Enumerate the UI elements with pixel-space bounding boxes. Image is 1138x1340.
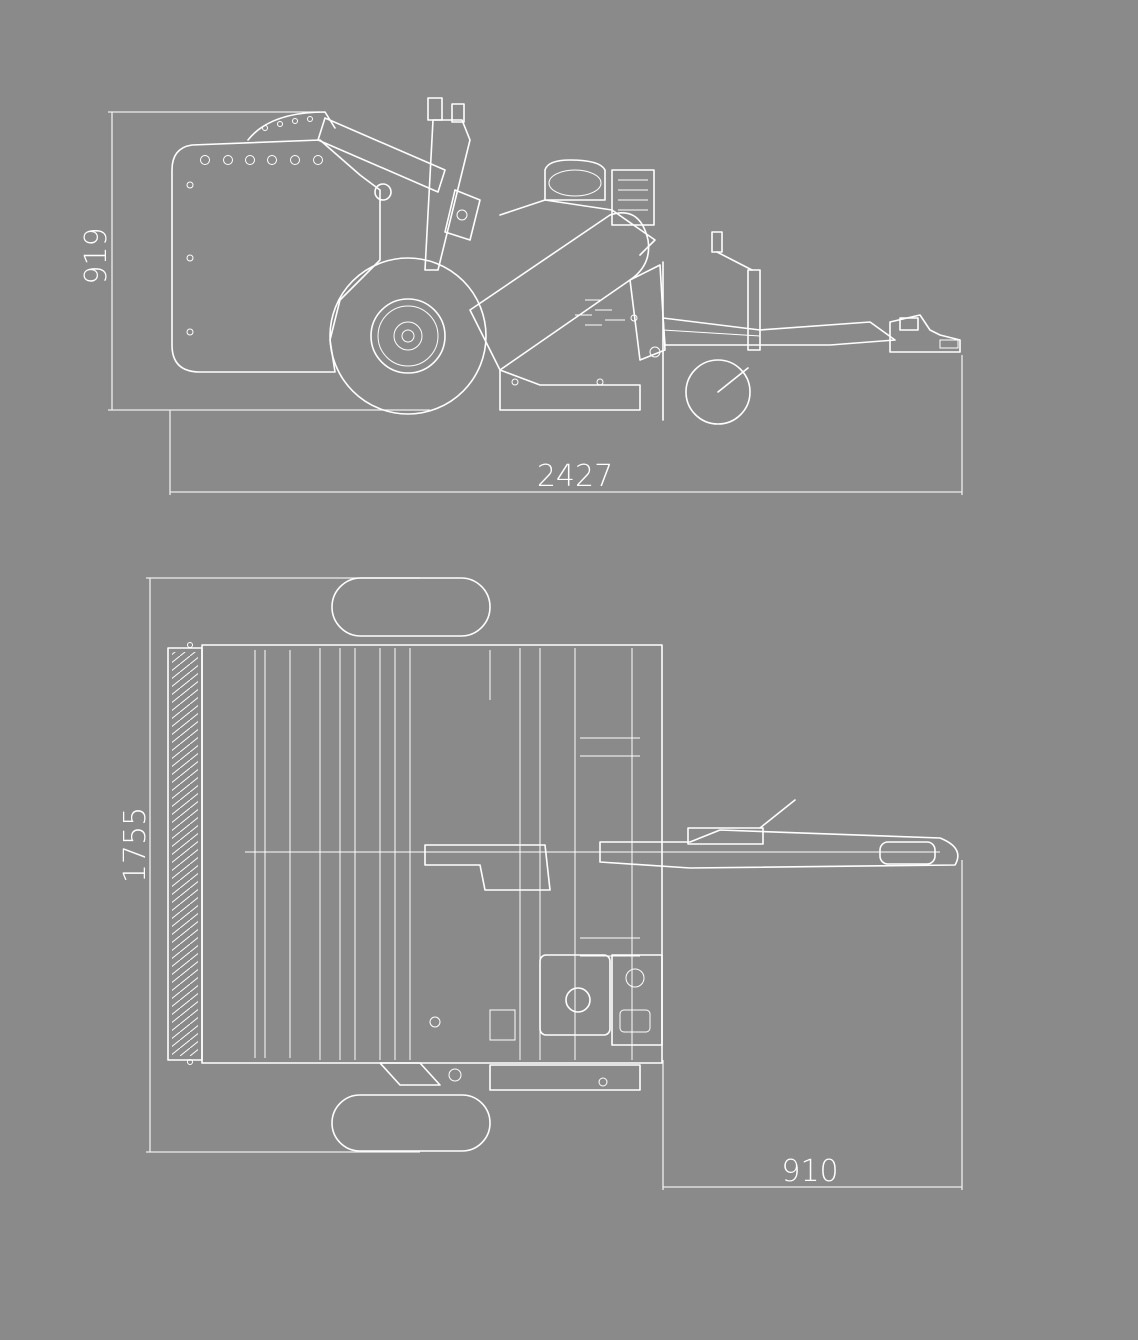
- machine-body: [167, 644, 663, 1064]
- rotor-housing: [171, 111, 381, 373]
- rear-frame: [629, 261, 666, 421]
- drawbar-dimension-label: 910: [781, 1154, 838, 1189]
- width-dimension-label: 1755: [118, 807, 153, 883]
- engine-top: [489, 954, 663, 1091]
- length-dimension-label: 2427: [537, 459, 613, 494]
- side-view: 919 2427: [79, 97, 963, 495]
- main-wheel: [329, 257, 487, 415]
- wheels-top: [331, 577, 491, 1152]
- drawbar-top: [599, 799, 959, 869]
- height-dimension: 919: [79, 111, 430, 411]
- width-dimension: 1755: [118, 577, 420, 1153]
- gearbox: [424, 844, 551, 891]
- height-dimension-label: 919: [79, 227, 114, 284]
- drawbar: [662, 231, 961, 425]
- engine: [499, 159, 656, 256]
- drawbar-dimension: 910: [662, 860, 963, 1190]
- transmission-housing: [469, 212, 650, 411]
- length-dimension: 2427: [169, 355, 963, 495]
- top-view: 1755 910: [118, 577, 963, 1190]
- hydraulic-arm: [317, 97, 481, 271]
- front-handles: [187, 642, 516, 1086]
